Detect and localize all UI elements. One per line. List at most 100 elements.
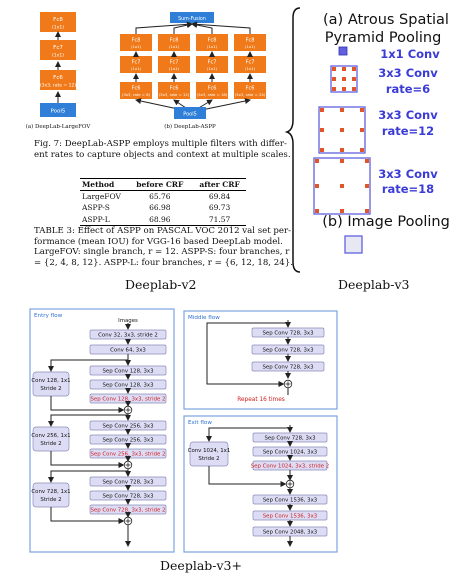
aspp-branch-box [234, 82, 266, 99]
entry-conv32-box-label: Conv 32, 3x3, stride 2 [98, 333, 158, 339]
v3-kernel-dot [332, 87, 336, 91]
aspp-box-label: Fc6 [208, 86, 217, 92]
exit-sep-conv-box-label: Sep Conv 1024, 3x3, stride 2 [251, 464, 329, 470]
v3-kernel-dot [320, 108, 324, 112]
v3-kernel-dot [340, 209, 344, 213]
v3-item-label: 3x3 Conv [378, 66, 438, 80]
aspp-box-sublabel: (3x3, rate = 12) [159, 92, 190, 97]
aspp-box-sublabel: (1x1) [245, 44, 256, 49]
aspp-branch-box [158, 34, 190, 51]
aspp-fusion-label: Sum-Fusion [178, 16, 206, 22]
exit-tail-conv-box-label: Sep Conv 1536, 3x3 [263, 514, 317, 520]
aspp-branch-box [158, 56, 190, 73]
v3-kernel-dot [340, 159, 344, 163]
v3-kernel-dot [320, 148, 324, 152]
v3-kernel-dot [340, 108, 344, 112]
v3-rate6-kernel [330, 65, 358, 93]
middle-repeat-label: Repeat 16 times [237, 397, 285, 403]
v3-1x1-conv-square [338, 46, 348, 56]
aspp-box-sublabel: (3x3, rate = 24) [235, 92, 266, 97]
entry-side-conv-box [32, 482, 70, 508]
entry-sep-conv-box-label: Sep Conv 256, 3x3, stride 2 [91, 452, 166, 458]
aspp-branch-box [196, 82, 228, 99]
v3-kernel-dot [315, 209, 319, 213]
entry-side-conv-label: Conv 728, 1x1 [31, 489, 70, 495]
v3-brace [284, 7, 301, 273]
middle-sep-conv-box-label: Sep Conv 728, 3x3 [262, 348, 313, 354]
v3-kernel-dot [340, 148, 344, 152]
v3-item-label: 3x3 Conv [378, 108, 438, 122]
table-cell: 65.76 [149, 192, 171, 202]
aspp-box-sublabel: (1x1) [169, 44, 180, 49]
connector-line [135, 21, 193, 34]
entry-sep-conv-box-label: Sep Conv 128, 3x3 [102, 383, 153, 389]
v3-item-label: rate=6 [386, 82, 430, 96]
connector-line [48, 470, 128, 483]
v3-label: Deeplab-v3 [338, 277, 410, 292]
v3-kernel-dot [365, 184, 369, 188]
table-cell: 66.98 [149, 203, 171, 213]
aspp-pool5-label: Pool5 [183, 112, 197, 118]
entry-side-conv-label: Stride 2 [40, 386, 61, 392]
v3plus-label: Deeplab-v3+ [160, 558, 242, 573]
exit-tail-conv-box-label: Sep Conv 1536, 3x3 [263, 498, 317, 504]
exit-side-conv-label: Conv 1024, 1x1 [188, 448, 231, 454]
lfov-box-label: Fc6 [53, 75, 63, 81]
table-header: Method [82, 180, 115, 189]
v2-label: Deeplab-v2 [125, 277, 197, 292]
v2-table-caption-line: LargeFOV: single branch, r = 12. ASPP-S:… [34, 247, 290, 257]
aspp-box-sublabel: (1x1) [169, 66, 180, 71]
aspp-branch-box [196, 34, 228, 51]
aspp-box-sublabel: (1x1) [131, 44, 142, 49]
v3-rate12-kernel [318, 106, 366, 154]
connector-line [206, 322, 288, 387]
v3-item-label: rate=12 [382, 124, 434, 138]
entry-sep-conv-box-label: Sep Conv 256, 3x3 [102, 424, 153, 430]
entry-side-conv-label: Stride 2 [40, 441, 61, 447]
v3-kernel-dot [332, 77, 336, 81]
aspp-box-label: Fc8 [246, 38, 255, 44]
v3-kernel-dot [360, 108, 364, 112]
aspp-box-label: Fc6 [132, 86, 141, 92]
v3-item-label: rate=18 [382, 182, 434, 196]
exit-sep-conv-box-label: Sep Conv 728, 3x3 [264, 436, 315, 442]
connector-line [173, 22, 193, 34]
connector-line [191, 22, 213, 34]
connector-line [48, 359, 128, 372]
middle-flow-panel-title: Middle flow [188, 315, 220, 321]
entry-side-conv-label: Stride 2 [40, 497, 61, 503]
v3-item-label: 1x1 Conv [380, 47, 440, 61]
v3-kernel-dot [360, 128, 364, 132]
v3-kernel-dot [340, 184, 344, 188]
v2-fig-caption-line: Fig. 7: DeepLab-ASPP employs multiple fi… [34, 139, 287, 149]
table-cell: 69.73 [208, 203, 231, 213]
lfov-fc6-box [40, 70, 76, 90]
v3-title-a-line2: Pyramid Pooling [325, 30, 442, 46]
lfov-box-sublabel: (1x1) [52, 25, 64, 31]
aspp-box-label: Fc8 [170, 38, 179, 44]
entry-sep-conv-box-label: Sep Conv 728, 3x3 [102, 480, 153, 486]
v2-table-caption-line: TABLE 3: Effect of ASPP on PASCAL VOC 20… [34, 226, 292, 236]
lfov-fc8-box [40, 12, 76, 32]
v2-table-caption-line: = {2, 4, 8, 12}. ASPP-L: four branches, … [34, 257, 293, 268]
aspp-fusion-box [170, 12, 214, 23]
aspp-box-sublabel: (1x1) [207, 66, 218, 71]
aspp-box-label: Fc7 [246, 60, 255, 66]
aspp-box-sublabel: (1x1) [245, 66, 256, 71]
aspp-box-label: Fc7 [208, 60, 217, 66]
v3-kernel-dot [342, 87, 346, 91]
v3-item-label: 3x3 Conv [378, 167, 438, 181]
entry-sep-conv-box-label: Sep Conv 128, 3x3 [102, 369, 153, 375]
middle-flow-panel [183, 310, 338, 410]
v3-kernel-dot [352, 77, 356, 81]
exit-side-conv-label: Stride 2 [198, 456, 219, 462]
aspp-branch-box [120, 34, 152, 51]
connector-line [191, 21, 251, 34]
v2-table-caption-line: formance (mean IOU) for VGG-16 based Dee… [34, 236, 283, 247]
v3-image-pooling-square [344, 235, 363, 254]
v3-kernel-dot [352, 67, 356, 71]
lfov-pool5-box [40, 103, 76, 117]
connector-line [208, 466, 287, 487]
